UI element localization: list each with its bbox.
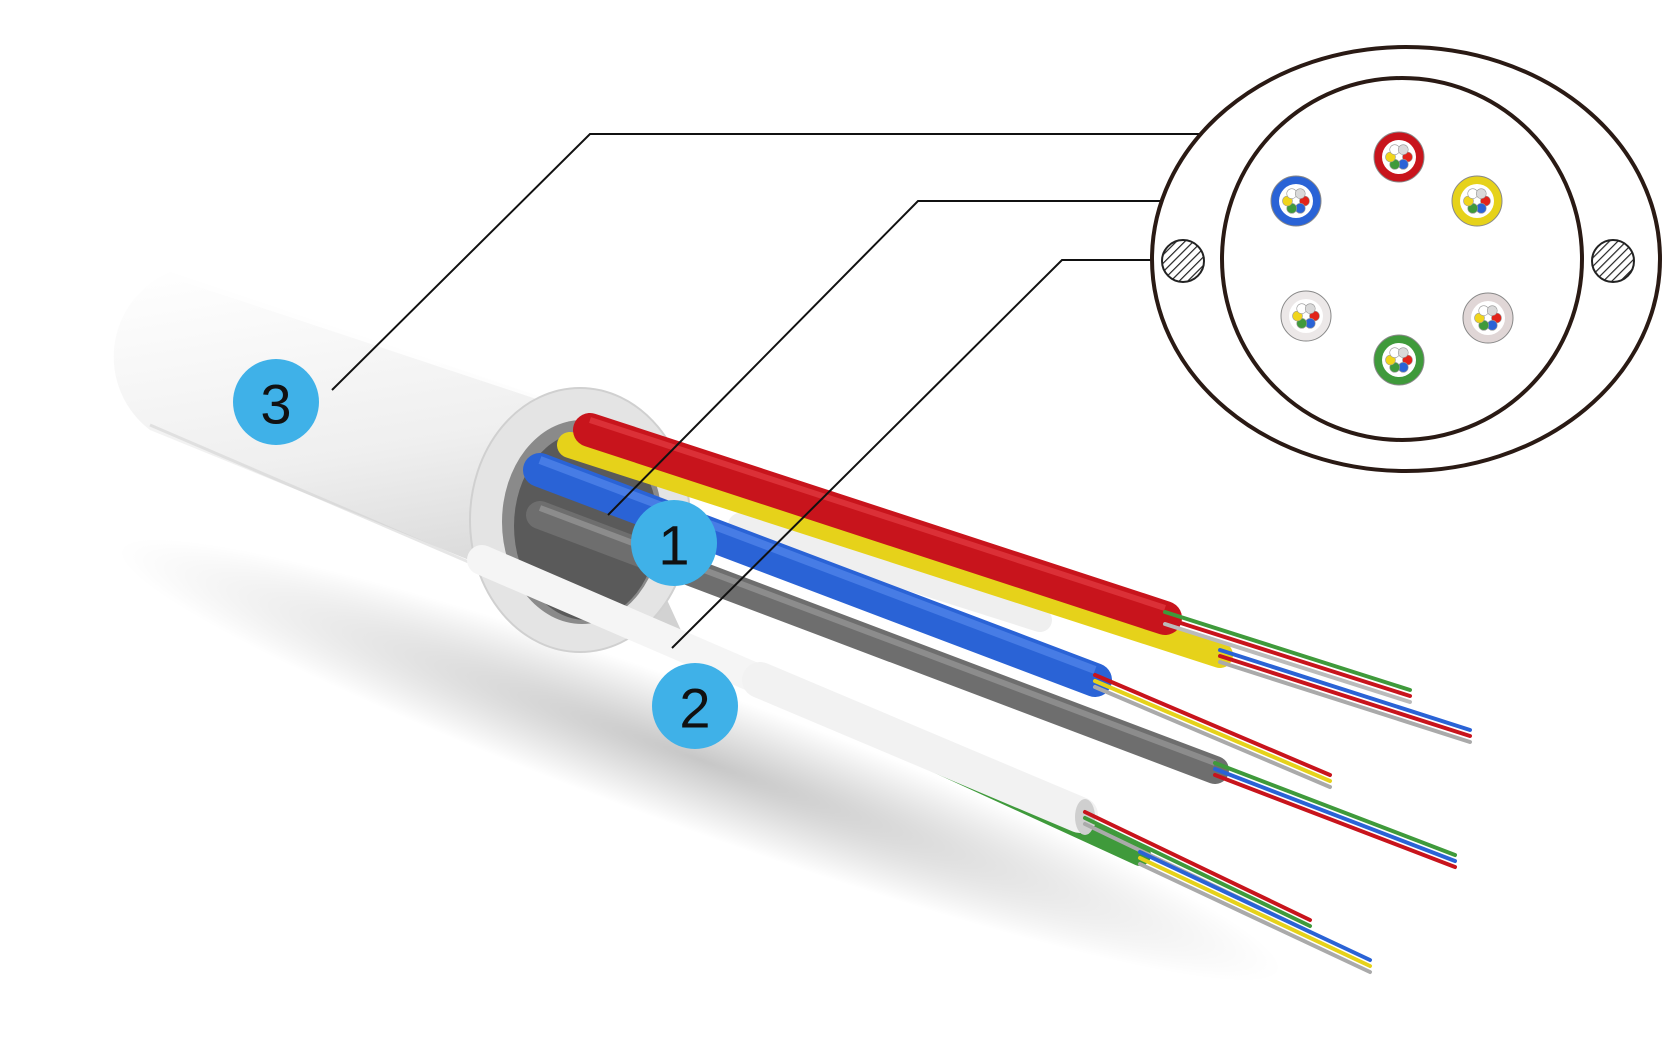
fiber-bundle-gray — [1213, 761, 1457, 869]
callout-1-badge: 1 — [631, 500, 717, 586]
fiber-bundles — [1083, 610, 1472, 974]
cable-shadow — [116, 537, 1284, 983]
cross-section-tube — [1451, 175, 1503, 227]
micro-tubes — [467, 413, 1233, 866]
strength-member-left-icon — [1161, 239, 1205, 283]
fiber-bundle-blue — [1093, 673, 1332, 789]
cross-section-tube — [1270, 175, 1322, 227]
cross-section-tube — [1373, 131, 1425, 183]
callout-3-badge: 3 — [233, 359, 319, 445]
cross-section-tube — [1373, 334, 1425, 386]
leader-line-2 — [671, 259, 1158, 649]
fiber-bundle-red — [1163, 610, 1412, 704]
callout-2-label: 2 — [679, 677, 710, 740]
fiber-dot — [1294, 188, 1306, 199]
fiber-dot — [1486, 305, 1498, 316]
strength-member-right-icon — [1591, 239, 1635, 283]
cross-section-tubes — [1270, 131, 1514, 386]
fiber-dot — [1397, 347, 1409, 358]
leader-line-3 — [331, 133, 1235, 391]
callout-1-label: 1 — [658, 514, 689, 577]
cross-section — [1150, 45, 1662, 473]
fiber-dot — [1475, 188, 1487, 199]
leader-line-1 — [607, 200, 1258, 516]
fiber-dot — [1304, 303, 1316, 314]
callouts: 3 1 2 — [233, 359, 738, 749]
leader-lines — [331, 133, 1258, 649]
cross-section-inner — [1220, 76, 1584, 442]
cross-section-tube — [1280, 290, 1332, 342]
fiber-dot — [1397, 144, 1409, 155]
callout-2-badge: 2 — [652, 663, 738, 749]
callout-3-label: 3 — [260, 373, 291, 436]
fiber-bundle-yellow — [1218, 648, 1472, 744]
cross-section-tube — [1462, 292, 1514, 344]
fiber-bundle-green — [1138, 850, 1372, 974]
